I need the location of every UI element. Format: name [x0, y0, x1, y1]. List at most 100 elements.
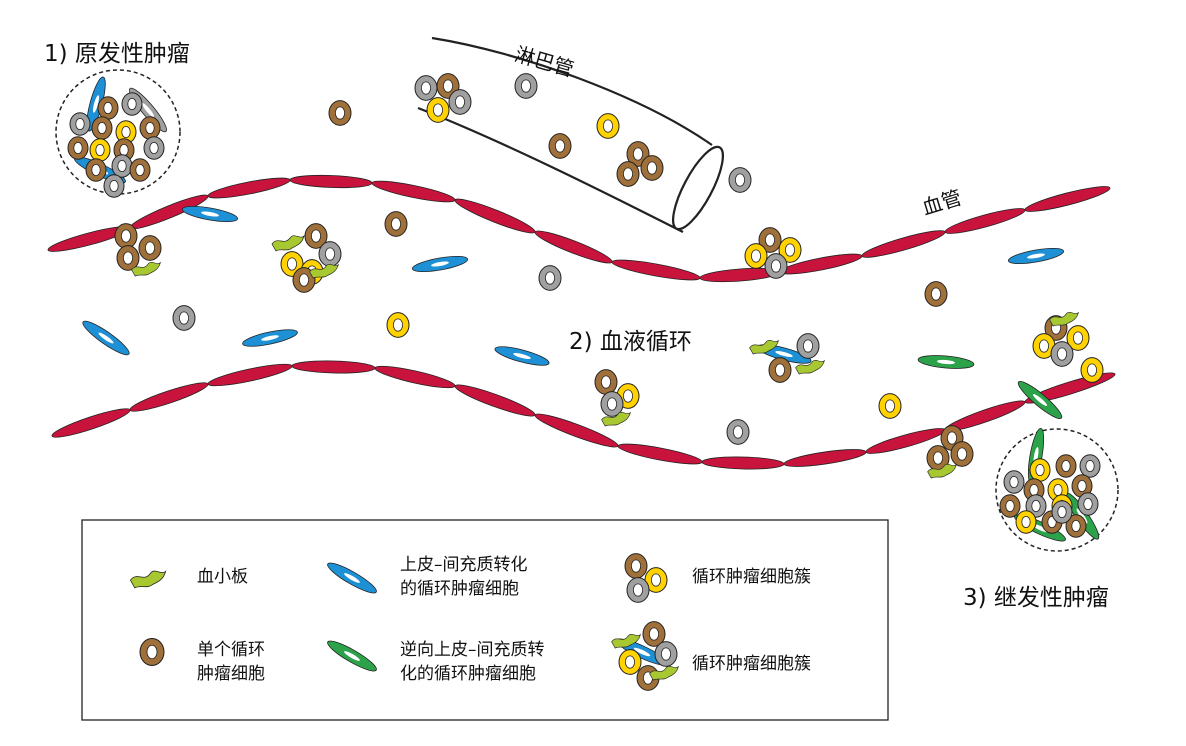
gray-cell [1051, 500, 1073, 524]
tumor-cell [129, 158, 151, 182]
legend-label-emt-line1: 上皮–间充质转化 [400, 555, 528, 575]
platelet [131, 261, 161, 277]
tumor-cell [436, 73, 460, 99]
vessel-cell [207, 177, 291, 199]
vessel-cell [861, 230, 946, 258]
legend-cluster-a-icon [624, 553, 668, 603]
ctc-cluster [1032, 311, 1090, 367]
tumor-cell [304, 223, 328, 249]
yellow-cell [618, 649, 642, 675]
vessel-cell [611, 259, 701, 281]
gray-cell [764, 253, 788, 279]
tumor-cell [926, 445, 950, 471]
gray-cell [143, 136, 165, 160]
platelet [309, 263, 339, 279]
vessel-cell [51, 408, 131, 438]
yellow-cell [426, 97, 450, 123]
legend-met-icon [327, 640, 377, 672]
emt-cell [494, 346, 550, 366]
met-cell [1017, 381, 1063, 419]
gray-cell [1003, 470, 1025, 494]
vessel-cell [454, 384, 536, 417]
platelet [1049, 311, 1079, 327]
ctc-cluster [271, 223, 342, 293]
met-cell [917, 355, 975, 369]
label-secondary-tumor: 3) 继发性肿瘤 [963, 585, 1109, 611]
vessel-cell [289, 174, 373, 189]
tumor-cell [139, 116, 161, 140]
ctc-cluster [926, 425, 974, 479]
tumor-cell [950, 441, 974, 467]
ctc-cluster [749, 333, 825, 383]
tumor-cell [97, 96, 119, 120]
vessel-cell [207, 363, 293, 387]
ctc-cluster [594, 369, 640, 427]
tumor-cell [924, 281, 948, 307]
yellow-cell [1032, 333, 1056, 359]
yellow-cell [115, 120, 137, 144]
tumor-cell [292, 267, 316, 293]
gray-cell [728, 167, 752, 193]
tumor-cell [328, 100, 352, 126]
vessel-cell [534, 230, 613, 264]
yellow-cell [878, 393, 902, 419]
platelet [795, 359, 825, 375]
tumor-cell [999, 494, 1021, 518]
gray-cell [514, 73, 538, 99]
gray-cell [103, 174, 125, 198]
gray-cell [726, 419, 750, 445]
legend-emt-icon [327, 562, 377, 594]
legend-label-platelet: 血小板 [197, 567, 248, 587]
vessel-cell [371, 180, 456, 203]
blood-vessel-lower-wall [51, 360, 1116, 470]
ctc-cluster [114, 223, 162, 277]
gray-cell [1050, 341, 1074, 367]
tumor-cell [114, 223, 138, 249]
legend-label-single-line1: 单个循环 [197, 640, 265, 660]
gray-cell [318, 241, 342, 267]
legend-label-cluster-b: 循环肿瘤细胞簇 [692, 654, 811, 674]
yellow-cell [644, 567, 668, 593]
emt-cell [1008, 247, 1064, 265]
gray-cell [448, 89, 472, 115]
legend-label-emt-line2: 的循环肿瘤细胞 [400, 579, 519, 599]
gray-cell [538, 265, 562, 291]
yellow-cell [1015, 510, 1037, 534]
tumor-cell [768, 357, 792, 383]
gray-cell [1025, 494, 1047, 518]
lymph-vessel [417, 36, 724, 233]
legend-label-met-line1: 逆向上皮–间充质转 [400, 640, 545, 660]
emt-cell [82, 320, 130, 356]
gray-cell [600, 391, 624, 417]
platelet [601, 411, 631, 427]
tumor-cell [116, 245, 140, 271]
emt-cell [182, 205, 238, 223]
emt-cell [242, 329, 298, 347]
emt-cell [86, 76, 106, 132]
tumor-cell [138, 235, 162, 261]
tumor-cell [384, 211, 408, 237]
vessel-cell [701, 456, 785, 470]
legend-box [81, 519, 889, 721]
tumor-cell [640, 155, 664, 181]
gray-cell [172, 305, 196, 331]
gray-cell [626, 577, 650, 603]
platelet [611, 633, 641, 649]
legend-label-cluster-a: 循环肿瘤细胞簇 [692, 567, 811, 587]
gray-cell [1077, 492, 1099, 516]
tumor-cell [139, 638, 165, 666]
platelet [749, 339, 779, 355]
vessel-cell [617, 443, 703, 465]
yellow-cell [596, 113, 620, 139]
tumor-cell [758, 227, 782, 253]
legend-label-single-line2: 肿瘤细胞 [197, 664, 265, 684]
legend-cluster-b-icon [611, 621, 679, 691]
label-circulation: 2) 血液循环 [569, 329, 692, 355]
platelet [271, 234, 305, 252]
tumor-cell [594, 369, 618, 395]
platelet [649, 665, 679, 681]
yellow-cell [89, 138, 111, 162]
tumor-cell [91, 116, 113, 140]
cells-layer [67, 73, 1104, 542]
